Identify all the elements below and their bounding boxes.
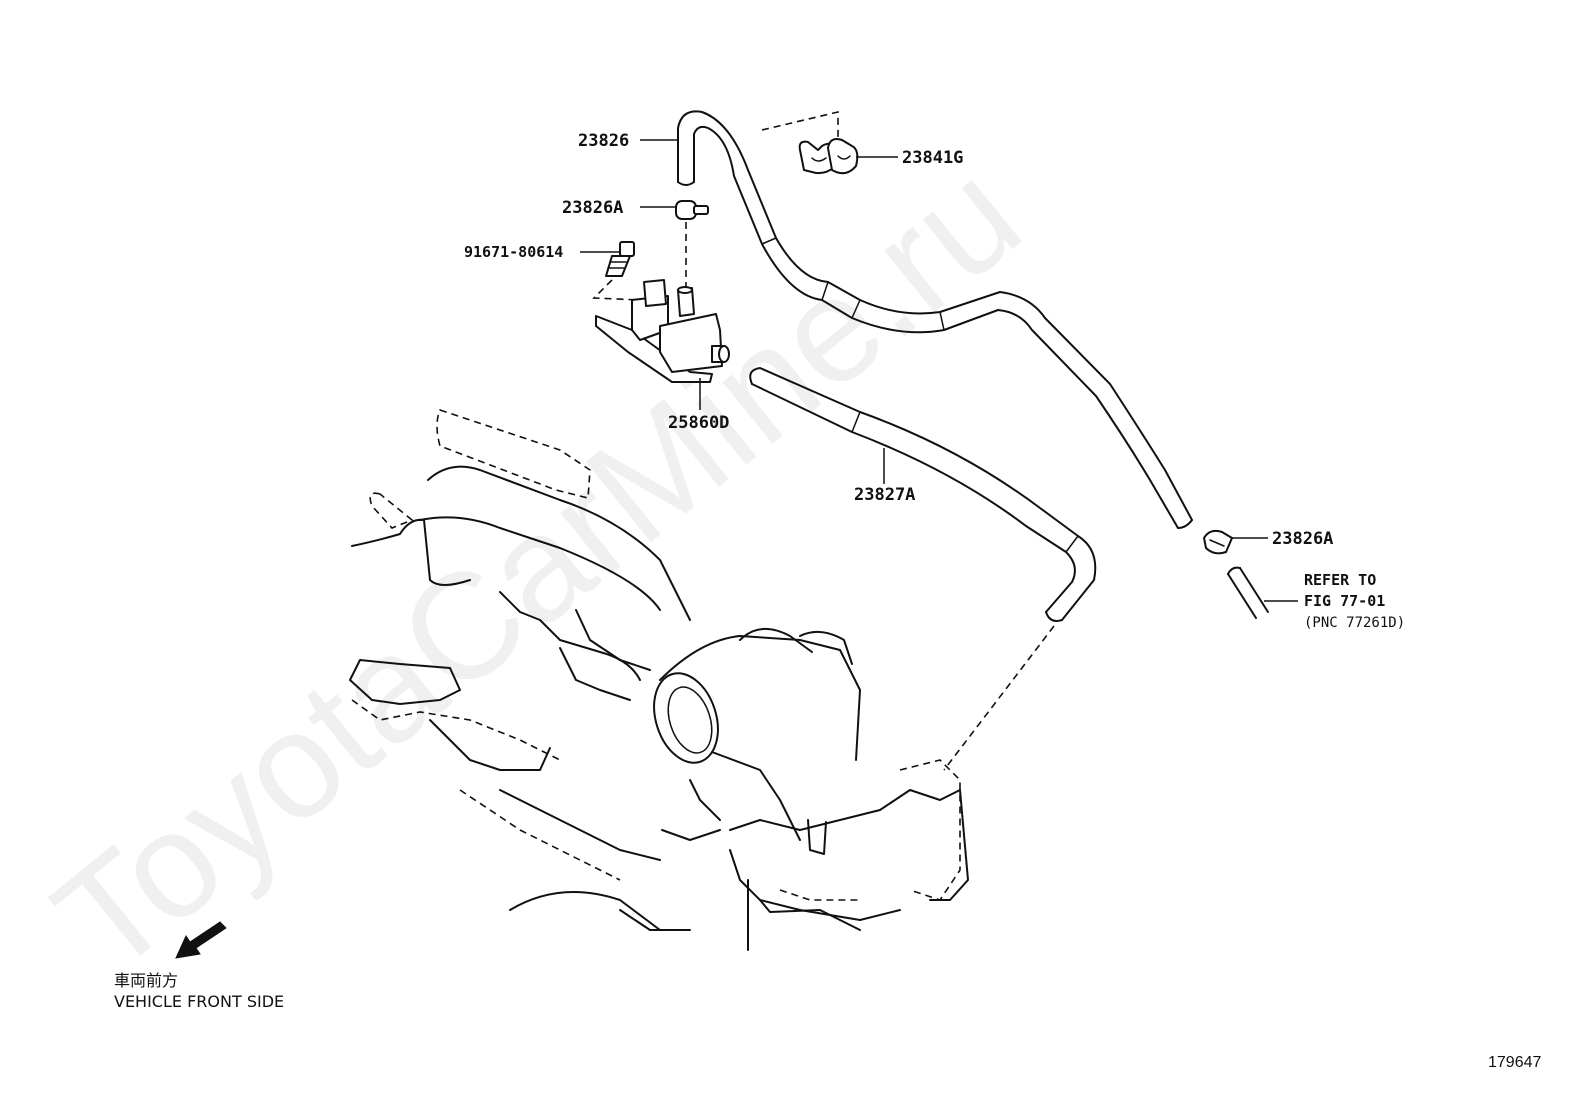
- bolt-91671-80614: [605, 241, 635, 277]
- ref-line-2: FIG 77-01: [1304, 592, 1385, 610]
- ref-line-3: (PNC 77261D): [1304, 615, 1405, 631]
- illustration-id: 179647: [1488, 1054, 1541, 1071]
- part-label-23826: 23826: [578, 131, 629, 151]
- front-label-english: VEHICLE FRONT SIDE: [114, 992, 284, 1011]
- clamp-23826a-top: [675, 200, 709, 220]
- part-label-25860d: 25860D: [668, 413, 729, 433]
- hose-23827a: [749, 367, 1097, 622]
- part-label-91671-80614: 91671-80614: [464, 243, 563, 261]
- clip-23841g: [798, 138, 859, 175]
- part-label-23826a-right: 23826A: [1272, 529, 1333, 549]
- front-label-japanese: 車両前方: [114, 971, 178, 990]
- part-label-23826a-top: 23826A: [562, 198, 623, 218]
- part-label-23827a: 23827A: [854, 485, 915, 505]
- vsv-25860d: [595, 279, 730, 383]
- vehicle-front-arrow: [175, 921, 227, 959]
- part-label-23841g: 23841G: [902, 148, 963, 168]
- engine-manifold-illustration: [349, 409, 969, 951]
- hose-23826: [677, 110, 1193, 529]
- clamp-23826a-right: [1203, 529, 1233, 555]
- reference-hose-stub: [1227, 566, 1269, 619]
- ref-line-1: REFER TO: [1304, 571, 1376, 589]
